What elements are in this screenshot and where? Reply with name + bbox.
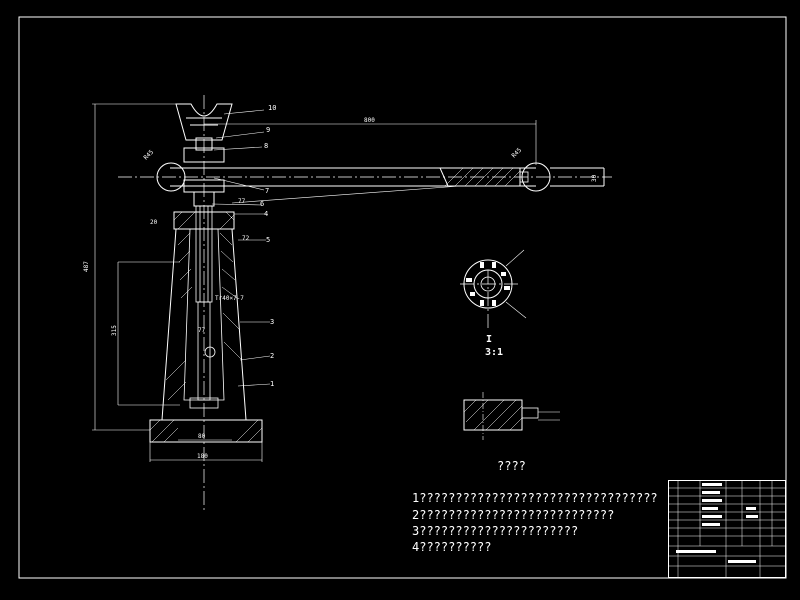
handle-grip-hatch [439,167,529,187]
detail-caption: ???? [497,459,526,473]
callout-leaders [211,109,271,387]
callout-3: 3 [270,318,274,326]
detail-view [463,392,560,440]
dim-thread: Tr40×7-7 [215,295,244,302]
title-block [668,480,786,578]
jack-base [149,419,263,443]
dim-shaft: 77 [238,198,246,205]
dim-arm-length: 800 [364,117,375,124]
drawing-border [18,16,787,579]
section-scale: 3:1 [485,347,503,358]
callout-1: 1 [270,380,274,388]
leader-6 [231,185,461,204]
dim-flange: 72 [242,235,250,242]
dim-base-width: 180 [197,453,208,460]
callout-4: 4 [264,210,268,218]
dim-body-height: 315 [111,325,118,336]
callout-8: 8 [264,142,268,150]
note-line-2: 2??????????????????????????? [412,508,615,522]
height-dimension [92,103,537,462]
dim-collar: 20 [150,219,158,226]
note-line-4: 4?????????? [412,540,492,554]
center-lines [118,95,612,510]
callout-9: 9 [266,126,270,134]
dim-base-bore: 80 [198,433,206,440]
note-line-1: 1????????????????????????????????? [412,491,658,505]
callout-7: 7 [265,187,269,195]
dim-pin: 77 [198,327,206,334]
dim-arm-end: 30 [591,174,598,182]
lifting-screw [189,205,219,409]
callout-6: 6 [260,200,264,208]
section-view-i [463,249,527,319]
section-label: I [486,334,492,345]
callout-2: 2 [270,352,274,360]
note-line-3: 3?????????????????????? [412,524,579,538]
dim-sphere-left: R45 [142,149,155,162]
cup-head [175,103,233,141]
callout-numbers: 10 9 8 7 6 4 5 3 2 1 [260,104,276,388]
callout-10: 10 [268,104,276,112]
callout-5: 5 [266,236,270,244]
dim-sphere-right: R45 [510,147,523,160]
dim-total-height: 487 [83,261,90,272]
